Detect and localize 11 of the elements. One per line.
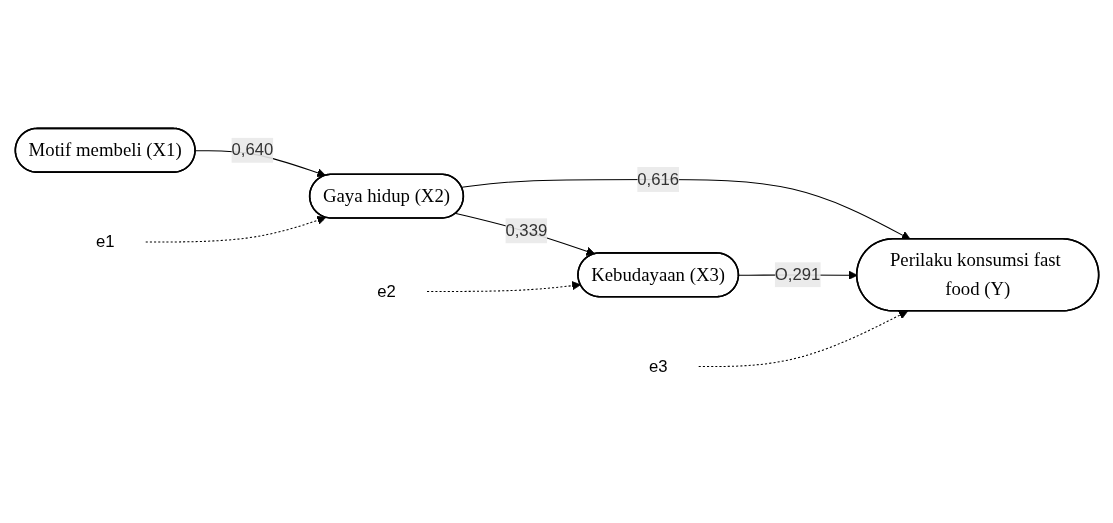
edge-label: 0,339 xyxy=(504,221,547,240)
arrow xyxy=(697,310,908,367)
node-text: e2 xyxy=(376,282,396,300)
arrow xyxy=(144,215,326,243)
node-text: e1 xyxy=(95,232,114,251)
arrow xyxy=(426,281,581,292)
edge-label: O,291 xyxy=(774,265,820,284)
node-text: e3 xyxy=(648,357,667,375)
edge-label: 0,616 xyxy=(636,170,679,188)
arrow xyxy=(454,212,595,256)
edge-label: 0,640 xyxy=(230,140,273,159)
